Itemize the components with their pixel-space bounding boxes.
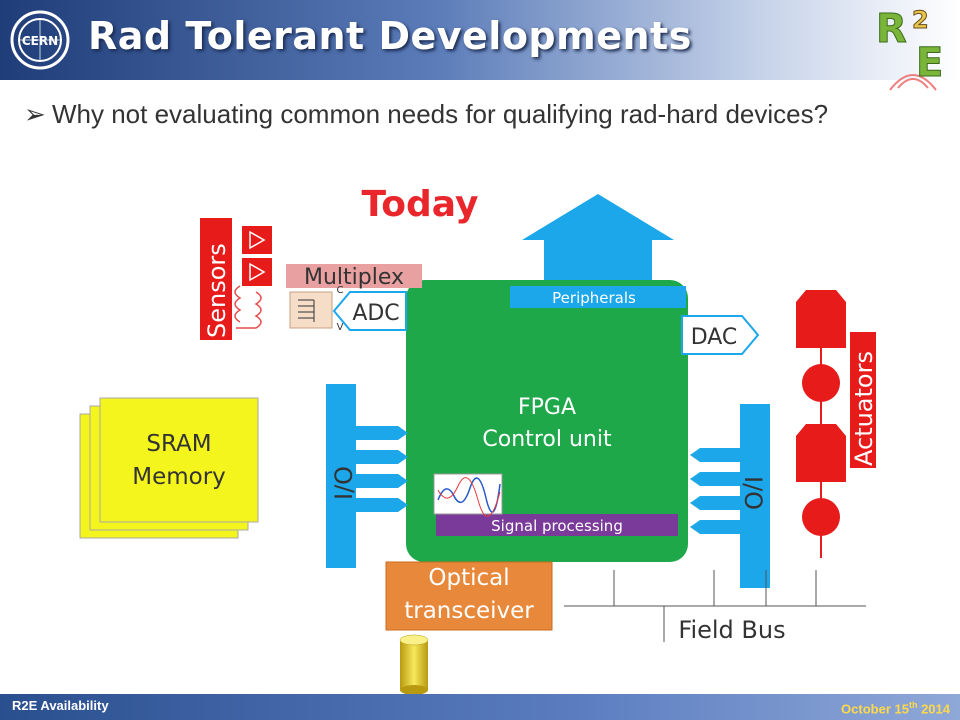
- svg-text:R: R: [876, 6, 907, 52]
- footer-date-sup: th: [908, 700, 918, 710]
- coil-icon-2: [236, 291, 262, 329]
- valve-icon-1: [796, 290, 846, 348]
- adc-block: [332, 291, 407, 331]
- bullet-text: Why not evaluating common needs for qual…: [52, 99, 829, 129]
- footer-left-label: R2E Availability: [12, 698, 109, 713]
- peripherals-bar: [510, 286, 686, 308]
- system-diagram: Today FPGA Control unit Peripherals Sign…: [79, 184, 878, 695]
- bullet-point: ➢ Why not evaluating common needs for qu…: [24, 96, 888, 132]
- optical-label: Optical: [428, 565, 509, 591]
- signal-processing-bar: [436, 514, 678, 536]
- footer-date-prefix: October 15: [841, 701, 909, 717]
- actuator-chain: [796, 290, 846, 558]
- cern-logo-text: CERN: [22, 34, 58, 48]
- svg-text:2: 2: [912, 6, 929, 34]
- up-arrow-icon: [522, 194, 674, 290]
- motor-icon-1: [802, 364, 840, 402]
- multiplex-bar: [286, 264, 422, 288]
- signal-processing-label: Signal processing: [491, 517, 623, 535]
- page-title: Rad Tolerant Developments: [88, 14, 692, 58]
- adc-chip-icon: [289, 291, 333, 329]
- dac-label: DAC: [691, 325, 738, 350]
- adc-c-label: C: [337, 285, 344, 296]
- cern-logo-icon: CERN: [10, 10, 70, 70]
- signal-plot-icon: [433, 473, 503, 517]
- io-right-arrows: [690, 448, 740, 534]
- r2e-logo-icon: R 2 E: [876, 6, 944, 91]
- bullet-arrow-icon: ➢: [24, 99, 46, 129]
- dac-block: [681, 315, 760, 355]
- io-left-arrows: [356, 426, 408, 512]
- sensors-bar: [200, 218, 232, 340]
- sensor-amplifier-1: [242, 226, 272, 254]
- footer-date-suffix: 2014: [917, 701, 950, 717]
- sram-stack: [79, 397, 259, 539]
- control-unit-label: Control unit: [482, 427, 612, 452]
- transceiver-label: transceiver: [404, 598, 534, 624]
- multiplex-label: Multiplex: [304, 265, 404, 290]
- sensors-label: Sensors: [203, 243, 231, 338]
- fpga-label: FPGA: [518, 395, 576, 420]
- today-heading: Today: [362, 184, 479, 225]
- actuators-label: Actuators: [850, 351, 878, 466]
- motor-icon-2: [802, 498, 840, 536]
- footer-date: October 15th 2014: [841, 700, 950, 716]
- fiber-cylinder-icon: [399, 634, 429, 695]
- sram-label: SRAM: [146, 431, 211, 457]
- title-bar: [0, 0, 960, 80]
- valve-icon-2: [796, 424, 846, 482]
- io-left-bar: [326, 384, 356, 568]
- io-left-label: I/O: [330, 466, 358, 500]
- amplifier-2-icon: [249, 262, 266, 282]
- field-bus-lines: [564, 570, 866, 642]
- sram-block: [99, 397, 259, 523]
- amplifier-1-icon: [249, 230, 266, 250]
- coil-icon-1: [234, 285, 242, 323]
- adc-v-label: V: [337, 322, 344, 333]
- io-right-bar: [740, 404, 770, 588]
- memory-label: Memory: [132, 464, 226, 490]
- optical-transceiver-block: [385, 561, 553, 631]
- field-bus-label: Field Bus: [678, 616, 785, 644]
- svg-text:E: E: [916, 40, 943, 86]
- peripherals-label: Peripherals: [552, 289, 636, 307]
- actuators-bar: [850, 332, 876, 468]
- io-right-label: I/O: [739, 476, 767, 510]
- sensor-amplifier-2: [242, 258, 272, 286]
- footer-bar: R2E Availability October 15th 2014: [0, 694, 960, 720]
- adc-label: ADC: [352, 301, 399, 326]
